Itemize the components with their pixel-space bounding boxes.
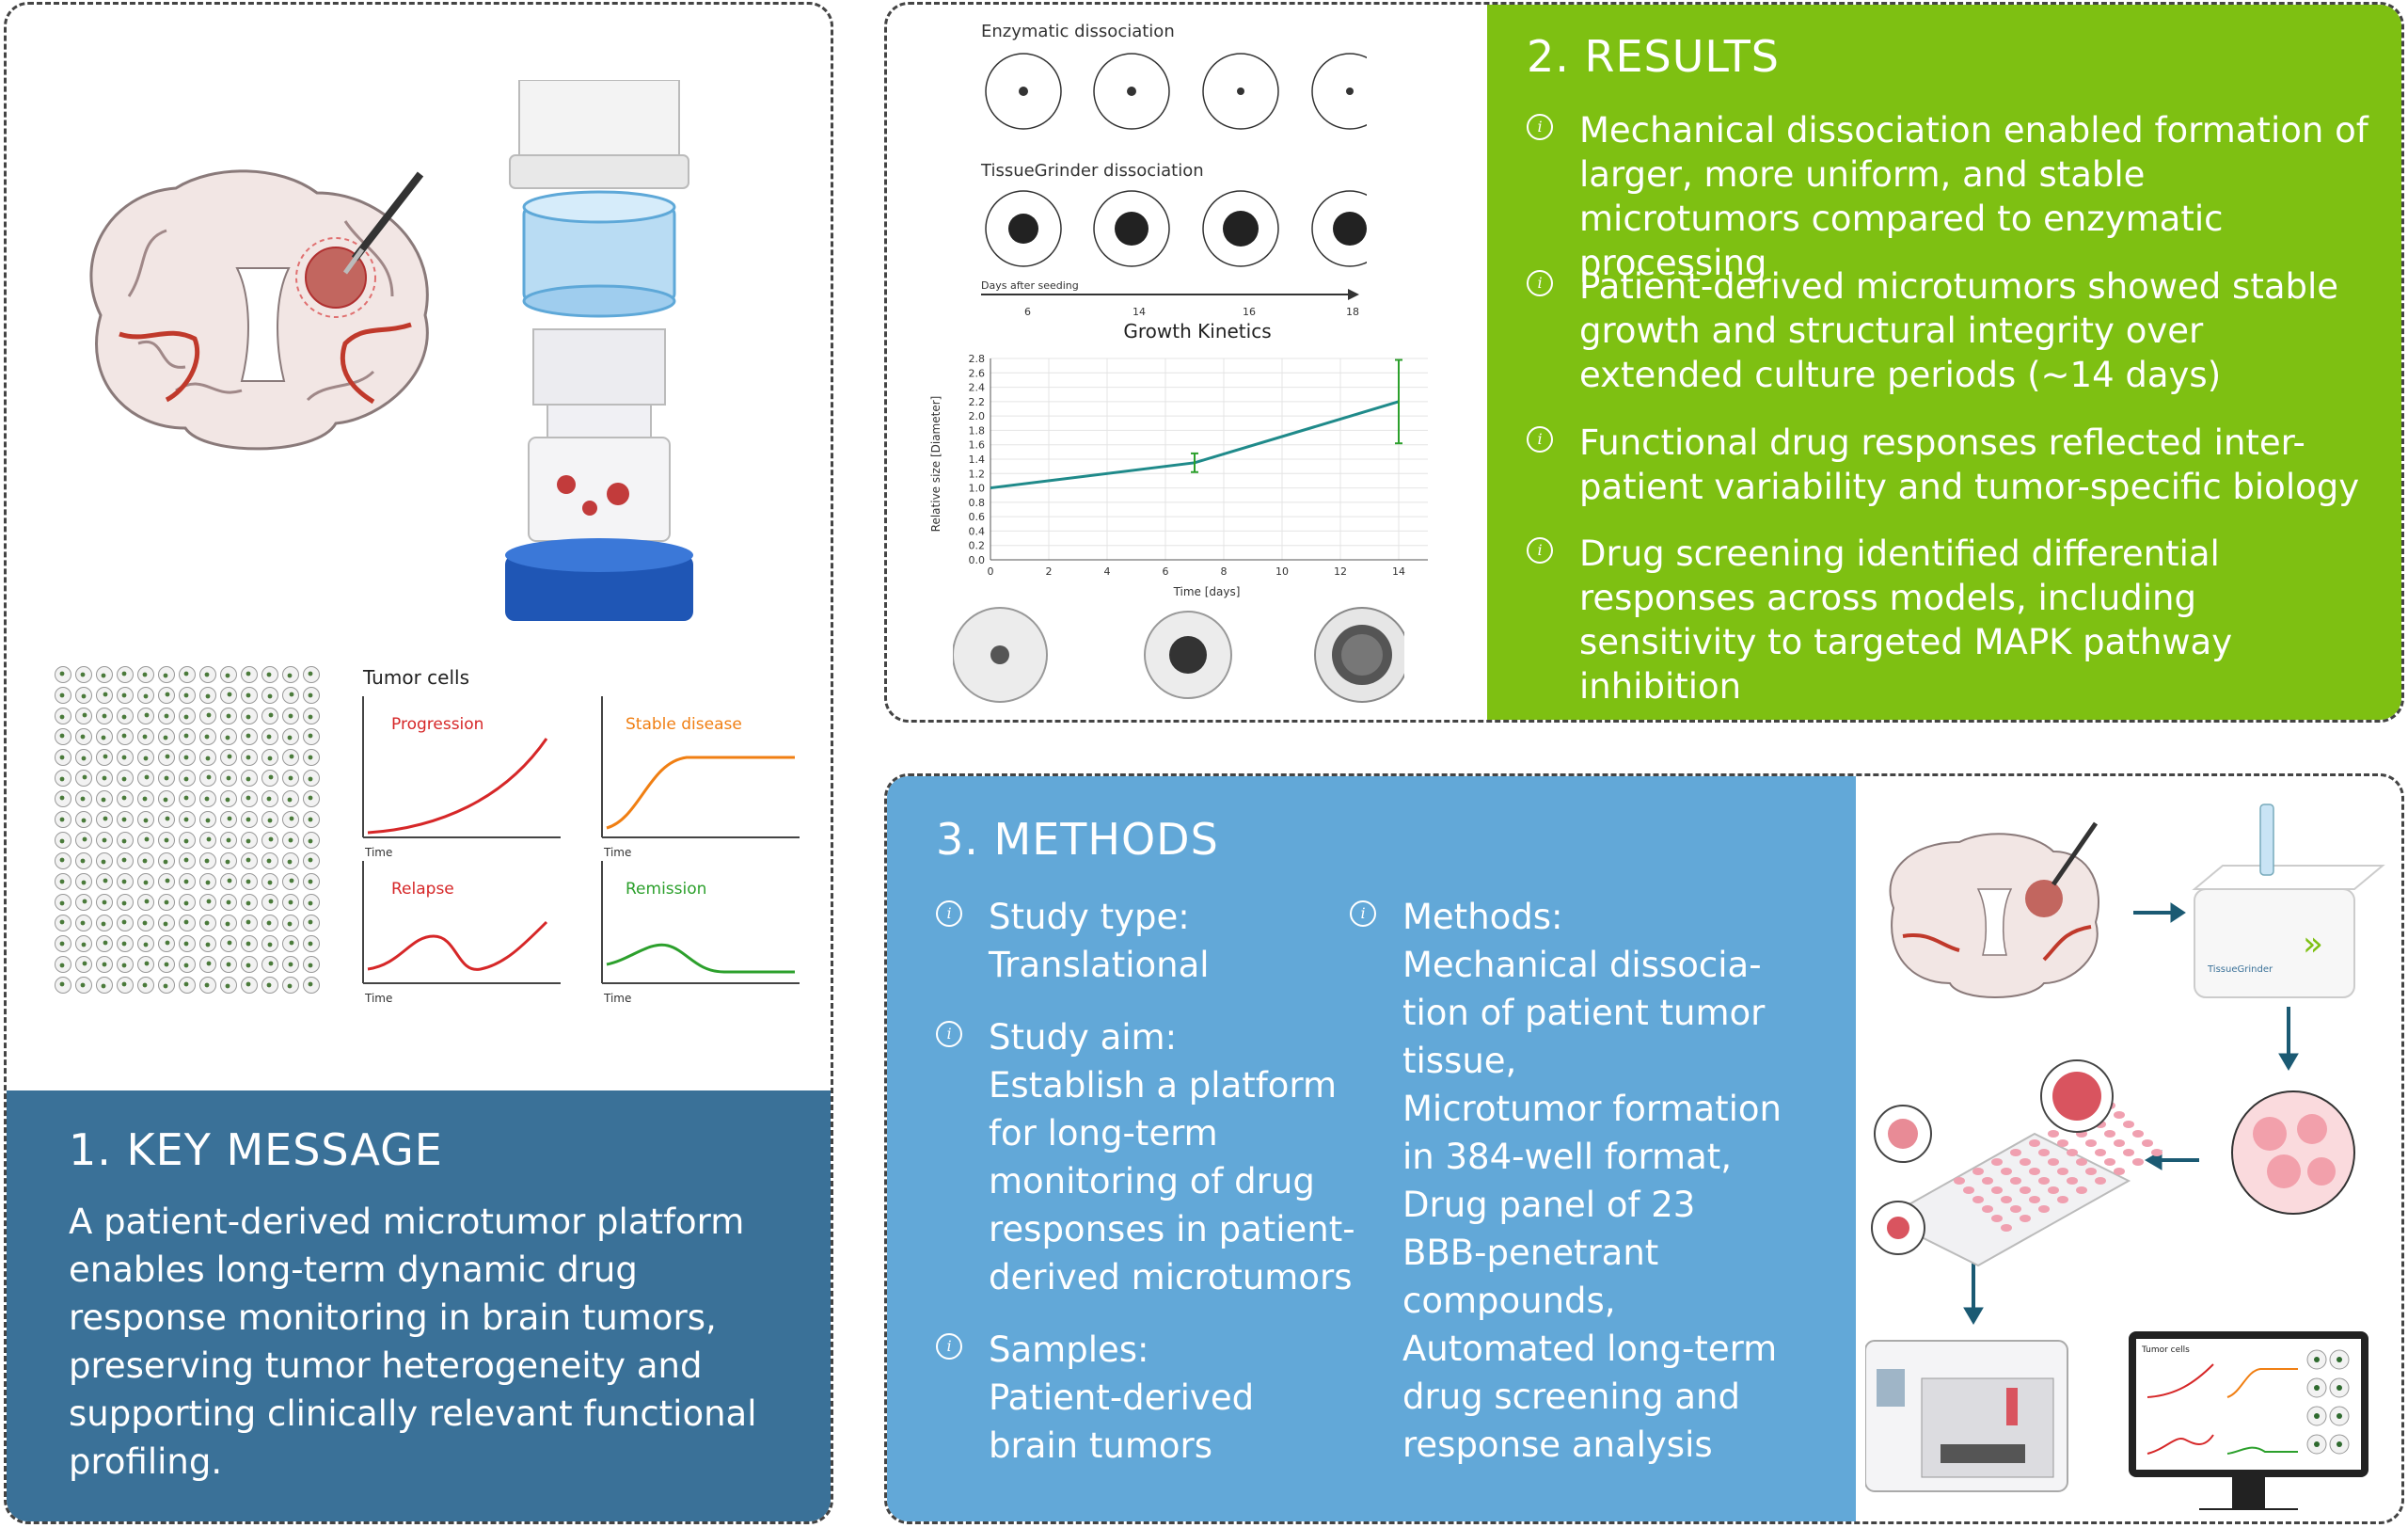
info-icon: i	[1527, 270, 1553, 296]
y-tick-label: 0.0	[969, 554, 986, 566]
y-tick-label: 0.6	[969, 511, 986, 523]
x-tick-label: 10	[1275, 565, 1289, 578]
samples: i Samples: Patient-derived brain tumors	[936, 1326, 1254, 1470]
svg-text:18: 18	[1346, 306, 1359, 318]
workflow-plate	[1871, 1059, 2162, 1267]
curve-relapse-label: Relapse	[391, 880, 454, 899]
svg-text:14: 14	[1133, 306, 1146, 318]
svg-text:Time: Time	[603, 846, 631, 859]
results-panel: Enzymatic dissociation TissueGrinder dis…	[884, 2, 2404, 723]
results-title: 2. RESULTS	[1527, 31, 1780, 82]
svg-text:»: »	[2303, 925, 2323, 963]
monitor: Tumor cells	[2129, 1331, 2368, 1510]
growth-kinetics-chart: Growth Kinetics Relative size [Diameter]…	[929, 320, 1428, 598]
results-box: 2. RESULTS i Mechanical dissociation ena…	[1487, 5, 2401, 720]
monitor-title: Tumor cells	[2141, 1345, 2190, 1355]
tumor-cells-curves: Tumor cells Progression Time Stable dise…	[362, 666, 800, 1005]
key-message-text: A patient-derived microtumor platform en…	[69, 1202, 757, 1482]
methods-title: 3. METHODS	[936, 814, 1219, 865]
device-label: TissueGrinder	[2207, 964, 2273, 975]
x-tick-label: 12	[1334, 565, 1347, 578]
x-tick-label: 14	[1392, 565, 1405, 578]
enzymatic-label: Enzymatic dissociation	[981, 22, 1175, 41]
y-tick-label: 2.2	[969, 396, 986, 408]
info-icon: i	[1527, 537, 1553, 564]
y-tick-label: 2.6	[969, 367, 986, 379]
imaging-machine	[1865, 1340, 2068, 1492]
result-item: i Patient-derived microtumors showed sta…	[1527, 264, 2373, 397]
chart-title: Growth Kinetics	[1123, 320, 1271, 342]
y-tick-label: 1.8	[969, 424, 986, 437]
tumor-panel-title: Tumor cells	[362, 666, 469, 689]
result-item: i Drug screening identified differential…	[1527, 532, 2373, 708]
curve-stable-label: Stable disease	[626, 715, 742, 734]
key-message-title: 1. KEY MESSAGE	[69, 1124, 443, 1175]
workflow-diagram: » TissueGrinder Tumor c	[1865, 804, 2385, 1510]
x-tick-label: 2	[1046, 565, 1053, 578]
info-icon: i	[1527, 426, 1553, 453]
y-tick-label: 1.2	[969, 468, 986, 480]
y-tick-label: 2.4	[969, 382, 986, 394]
tissue-grinder-device	[505, 80, 693, 621]
key-message-panel: Tumor cells Progression Time Stable dise…	[4, 2, 833, 1524]
study-aim: i Study aim: Establish a platform for lo…	[936, 1013, 1355, 1301]
curve-progression-label: Progression	[391, 715, 483, 734]
info-icon: i	[1350, 900, 1376, 927]
y-tick-label: 1.4	[969, 454, 986, 466]
y-tick-label: 0.2	[969, 540, 986, 552]
y-tick-label: 2.0	[969, 410, 986, 422]
key-message-box: 1. KEY MESSAGE A patient-derived microtu…	[7, 1090, 831, 1521]
svg-text:Time: Time	[364, 846, 392, 859]
dissociation-comparison: Enzymatic dissociation TissueGrinder dis…	[980, 22, 1367, 318]
svg-text:Time: Time	[603, 992, 631, 1005]
info-icon: i	[936, 1021, 962, 1047]
svg-text:6: 6	[1024, 306, 1031, 318]
y-tick-label: 2.8	[969, 353, 986, 365]
info-icon: i	[936, 1333, 962, 1360]
x-tick-label: 4	[1104, 565, 1111, 578]
methods-panel: 3. METHODS i Study type: Translational i…	[884, 773, 2404, 1524]
chart-ylabel: Relative size [Diameter]	[929, 396, 943, 533]
cells-zoom	[2231, 1090, 2355, 1215]
grinder-label: TissueGrinder dissociation	[980, 161, 1204, 181]
svg-text:16: 16	[1243, 306, 1256, 318]
result-item: i Mechanical dissociation enabled format…	[1527, 108, 2373, 285]
info-icon: i	[1527, 114, 1553, 140]
result-item: i Functional drug responses reflected in…	[1527, 421, 2373, 509]
x-tick-label: 8	[1221, 565, 1228, 578]
y-tick-label: 0.4	[969, 525, 986, 537]
curve-remission-label: Remission	[626, 880, 706, 899]
microtumor-images	[953, 607, 1404, 703]
x-tick-label: 0	[988, 565, 994, 578]
info-icon: i	[936, 900, 962, 927]
y-tick-label: 0.8	[969, 497, 986, 509]
y-tick-label: 1.0	[969, 483, 986, 495]
methods-box: 3. METHODS i Study type: Translational i…	[887, 776, 1856, 1521]
grinder-machine: » TissueGrinder	[2192, 804, 2385, 998]
well-plate	[55, 666, 320, 994]
workflow-brain	[1889, 821, 2099, 998]
brain-illustration	[89, 169, 429, 451]
days-label: Days after seeding	[981, 279, 1079, 292]
svg-text:Time: Time	[364, 992, 392, 1005]
chart-xlabel: Time [days]	[1173, 585, 1241, 598]
methods-list: i Methods: Mechanical dissocia- tion of …	[1350, 893, 1782, 1469]
study-type: i Study type: Translational	[936, 893, 1210, 989]
y-tick-label: 1.6	[969, 439, 986, 452]
x-tick-label: 6	[1163, 565, 1169, 578]
